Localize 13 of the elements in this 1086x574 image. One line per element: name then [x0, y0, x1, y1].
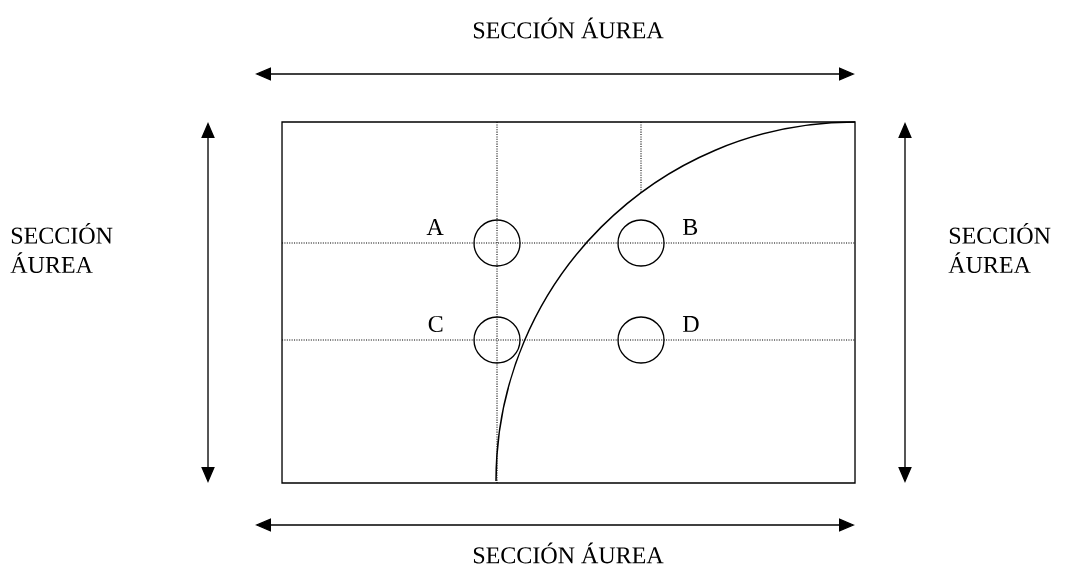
circle	[617, 219, 665, 267]
circle	[617, 316, 665, 364]
point-label: C	[428, 315, 443, 333]
frame-rectangle	[281, 121, 856, 484]
point-label: B	[682, 219, 698, 235]
dimension-label: SECCIÓN ÁUREA	[10, 222, 113, 274]
circle	[473, 316, 521, 364]
circle	[473, 219, 521, 267]
point-label: D	[682, 316, 699, 332]
dimension-label: SECCIÓN ÁUREA	[473, 542, 664, 564]
dimension-label: SECCIÓN ÁUREA	[948, 222, 1051, 274]
point-label: A	[426, 219, 444, 235]
dimension-label: SECCIÓN ÁUREA	[473, 17, 664, 39]
